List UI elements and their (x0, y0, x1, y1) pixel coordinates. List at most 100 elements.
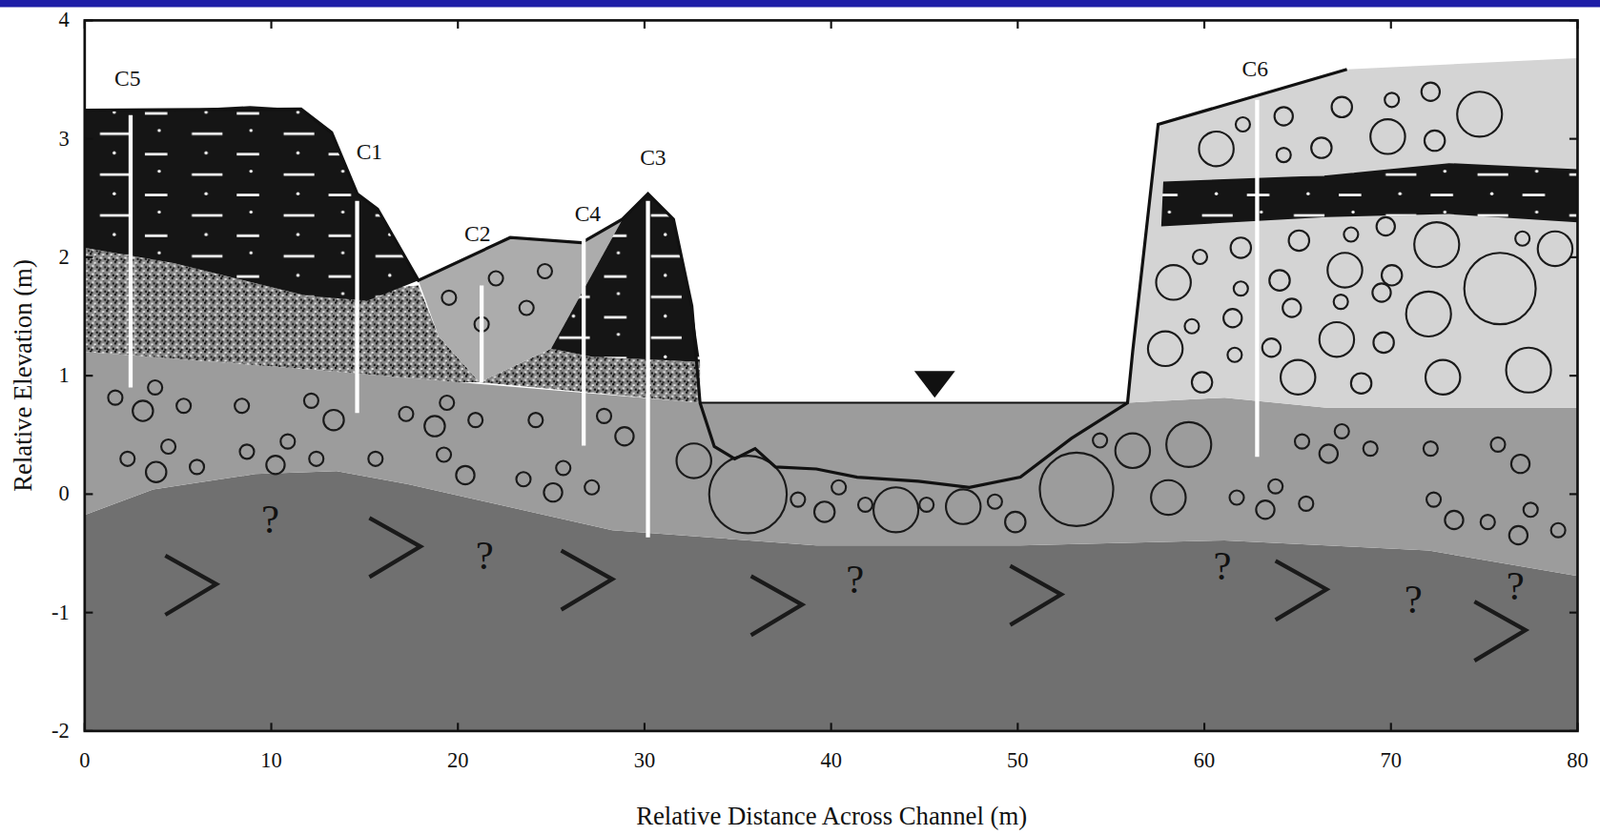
core-lines (130, 100, 1257, 538)
clast (1384, 92, 1399, 107)
clast (1282, 298, 1301, 317)
clast (676, 443, 712, 478)
tick-label: 4 (59, 9, 70, 31)
core-label: C3 (639, 146, 666, 170)
clast (161, 439, 176, 454)
tick (84, 492, 94, 495)
water-marker (914, 370, 956, 398)
clast (1334, 424, 1350, 439)
fine-layer (551, 193, 700, 362)
tick (1576, 722, 1579, 732)
clast (1280, 360, 1315, 395)
unknown-mark: ? (1404, 579, 1423, 621)
tick (269, 20, 272, 29)
clast (239, 444, 254, 459)
clast (1509, 526, 1528, 545)
clast (436, 448, 452, 463)
clast (1480, 514, 1496, 530)
clast (1233, 281, 1249, 296)
clast (1298, 496, 1313, 512)
clast (145, 462, 166, 483)
axis-title: Relative Elevation (m) (9, 259, 36, 493)
top-bar (0, 0, 1600, 7)
unknown-mark: ? (475, 535, 494, 577)
tick (1390, 20, 1393, 29)
clast (1223, 308, 1242, 328)
core-label: C2 (464, 223, 491, 247)
clast (584, 480, 599, 495)
clast (107, 390, 123, 406)
clast (424, 415, 445, 436)
clast (873, 487, 919, 533)
unknown-mark: ? (1506, 566, 1525, 608)
clast (1192, 249, 1208, 265)
clast (1230, 490, 1245, 505)
tick-label: -2 (51, 720, 70, 742)
clast (189, 459, 205, 474)
clast (1523, 502, 1539, 517)
clast (543, 483, 562, 502)
tick (1016, 20, 1019, 29)
clast (1515, 231, 1530, 247)
clast (147, 380, 163, 395)
clast (120, 451, 135, 467)
clast (1150, 480, 1186, 515)
tick-label: 20 (447, 750, 469, 772)
water-surface (699, 401, 1128, 404)
clast (1551, 523, 1566, 538)
tick-label: 60 (1193, 750, 1215, 772)
tick (1576, 20, 1579, 29)
tick (84, 612, 94, 615)
tick (643, 722, 646, 732)
tick-label: 70 (1380, 750, 1402, 772)
clast (455, 466, 474, 485)
clast (266, 455, 285, 474)
clast (1230, 237, 1252, 258)
unknown-mark: ? (1213, 545, 1232, 587)
tick (83, 722, 86, 732)
clast (790, 492, 805, 508)
axis-ticks (84, 20, 1579, 732)
clast (1421, 82, 1440, 102)
clast (1370, 119, 1405, 154)
core-label: C4 (574, 203, 601, 226)
clast (441, 290, 456, 306)
clast (368, 451, 383, 467)
tick (269, 722, 272, 732)
clast (1333, 294, 1349, 309)
tick (1390, 722, 1393, 732)
clast (1373, 332, 1394, 353)
core-label: C1 (356, 142, 383, 165)
clast (1490, 437, 1505, 452)
clast (615, 427, 634, 446)
tick-label: 0 (59, 483, 70, 505)
tick (1203, 20, 1206, 29)
tick (1569, 612, 1579, 615)
clast (1268, 479, 1283, 494)
clast (1155, 265, 1190, 300)
tick (84, 256, 94, 259)
tick (84, 19, 94, 21)
clast (1343, 227, 1358, 243)
tick-label: 50 (1006, 750, 1028, 772)
clast (1426, 492, 1441, 508)
clast (176, 398, 191, 413)
clast (1506, 348, 1552, 393)
clast (1456, 91, 1502, 137)
clast (537, 264, 553, 279)
clast (308, 451, 324, 467)
tick-label: 1 (59, 365, 70, 387)
clast (489, 271, 504, 287)
clast (1005, 512, 1026, 533)
tick-label: 30 (634, 750, 656, 772)
clast (1294, 434, 1310, 450)
tick (1203, 722, 1206, 732)
clast (280, 434, 295, 450)
clast (919, 497, 934, 513)
tick-label: -1 (51, 601, 70, 623)
clast (515, 471, 531, 487)
clast (132, 400, 153, 421)
clast (596, 409, 612, 424)
tick (1569, 374, 1579, 377)
tick (643, 20, 646, 29)
